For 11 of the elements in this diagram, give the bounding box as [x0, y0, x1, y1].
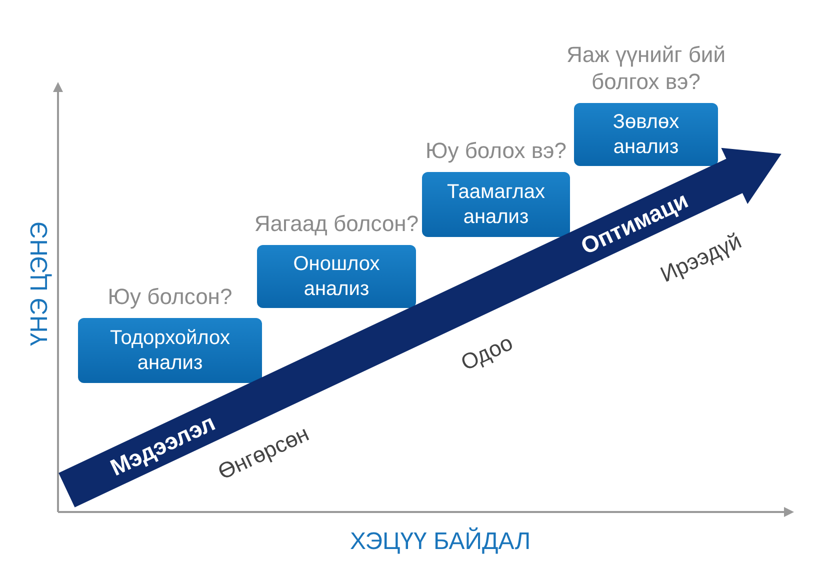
question-text: Яаж үүнийг бий болгох вэ?: [566, 42, 726, 95]
question-text: Юу болсон?: [106, 284, 234, 310]
box-text: Зөвлөх анализ: [612, 110, 680, 160]
question-text: Юу болох вэ?: [424, 138, 568, 164]
question-text: Яагаад болсон?: [253, 210, 420, 237]
box-text: Таамаглах анализ: [446, 180, 546, 230]
era-label: Одоо: [457, 330, 517, 376]
axis-title: ХЭЦҮҮ БАЙДАЛ: [350, 528, 531, 556]
axis-title: ҮНЭ ЦЭНЭ: [26, 222, 54, 346]
box-text: Оношлох анализ: [292, 252, 381, 302]
box-text: Тодорхойлох анализ: [109, 326, 231, 376]
